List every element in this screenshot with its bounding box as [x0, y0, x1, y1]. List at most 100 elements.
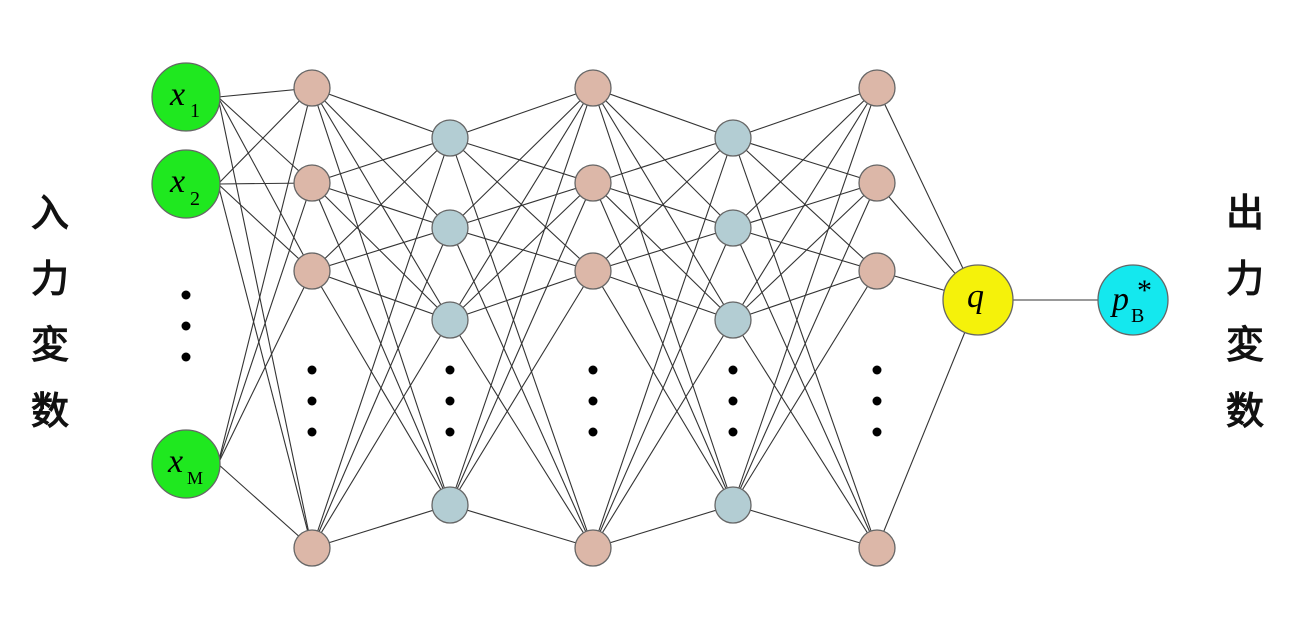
ellipsis-dot — [728, 396, 738, 406]
connection-line — [217, 182, 313, 465]
connection-line — [449, 137, 594, 184]
hidden-node — [714, 301, 752, 339]
hidden-node — [714, 486, 752, 524]
input-variables-label: 入 力 変 数 — [20, 180, 80, 444]
output-node-label: p — [1110, 281, 1129, 318]
ellipsis-dot — [181, 352, 191, 362]
connection-line — [311, 137, 451, 549]
connection-line — [449, 319, 594, 549]
connection-line — [311, 182, 451, 321]
connection-line — [449, 87, 594, 506]
connection-line — [217, 183, 313, 549]
hidden-node — [714, 119, 752, 157]
connection-line — [449, 270, 594, 506]
connection-line — [592, 319, 734, 549]
label-char: 力 — [30, 257, 69, 301]
input-node-subscript: 1 — [190, 100, 200, 122]
ellipsis-dot — [445, 396, 455, 406]
connection-line — [732, 87, 878, 229]
connection-line — [592, 137, 734, 272]
input-node-subscript: M — [187, 468, 203, 488]
hidden-node — [858, 164, 896, 202]
connection-line — [449, 504, 594, 549]
connection-line — [732, 319, 878, 549]
connection-line — [311, 137, 451, 184]
ellipsis-dot — [445, 427, 455, 437]
hidden-node — [293, 252, 331, 290]
input-node-label: x — [169, 76, 185, 113]
connection-line — [449, 227, 594, 272]
connection-line — [449, 87, 594, 229]
connection-line — [592, 227, 734, 549]
ellipsis-dot — [307, 396, 317, 406]
connection-line — [311, 87, 451, 506]
hidden-node — [431, 209, 469, 247]
connection-line — [311, 270, 451, 321]
connection-line — [732, 137, 878, 184]
connection-line — [592, 137, 734, 184]
connection-line — [732, 227, 878, 272]
input-node-label: x — [169, 163, 185, 200]
input-node-label: x — [167, 443, 183, 480]
ellipsis-dot — [588, 365, 598, 375]
connection-line — [732, 504, 878, 549]
connection-line — [732, 182, 878, 506]
hidden-node — [431, 301, 469, 339]
connection-line — [876, 87, 979, 301]
connection-line — [732, 87, 878, 506]
ellipsis-dot — [728, 365, 738, 375]
connection-line — [592, 137, 734, 549]
connection-line — [449, 87, 594, 139]
hidden-node — [431, 486, 469, 524]
connection-line — [217, 96, 313, 184]
label-char: 入 — [30, 191, 69, 235]
output-node — [1097, 264, 1169, 336]
ellipsis-dot — [445, 365, 455, 375]
ellipsis-dot — [181, 290, 191, 300]
connection-line — [592, 504, 734, 549]
ellipsis-dot — [728, 427, 738, 437]
input-node-subscript: 2 — [190, 188, 200, 210]
ellipsis-dot — [588, 396, 598, 406]
connection-line — [311, 137, 451, 272]
label-char: 変 — [1225, 323, 1264, 367]
ellipsis-dot — [872, 365, 882, 375]
label-char: 数 — [1225, 389, 1264, 433]
connection-line — [732, 182, 878, 321]
hidden-node — [858, 69, 896, 107]
output-node-subscript: B — [1131, 305, 1144, 327]
connection-line — [592, 87, 734, 506]
connection-line — [592, 182, 734, 321]
output-variables-label: 出 力 変 数 — [1215, 180, 1275, 444]
hidden-node — [574, 164, 612, 202]
connection-line — [592, 87, 734, 139]
ellipsis-dots — [181, 290, 882, 437]
connection-line — [876, 299, 979, 549]
connection-line — [311, 227, 451, 272]
hidden-node — [574, 252, 612, 290]
hidden-node — [714, 209, 752, 247]
q-node — [942, 264, 1014, 336]
hidden-node — [431, 119, 469, 157]
label-char: 数 — [30, 389, 69, 433]
hidden-node — [574, 69, 612, 107]
connections — [217, 87, 1133, 549]
label-char: 力 — [1225, 257, 1264, 301]
input-node — [151, 62, 221, 132]
connection-line — [311, 87, 451, 139]
ellipsis-dot — [588, 427, 598, 437]
hidden-node — [293, 529, 331, 567]
hidden-node — [574, 529, 612, 567]
connection-line — [217, 463, 313, 549]
connection-line — [217, 87, 313, 185]
connection-line — [311, 319, 451, 549]
hidden-node — [858, 529, 896, 567]
ellipsis-dot — [307, 365, 317, 375]
input-node — [151, 149, 221, 219]
connection-line — [732, 87, 878, 321]
hidden-node — [858, 252, 896, 290]
nodes — [151, 62, 1169, 567]
input-node — [151, 429, 221, 499]
ellipsis-dot — [872, 427, 882, 437]
ellipsis-dot — [872, 396, 882, 406]
